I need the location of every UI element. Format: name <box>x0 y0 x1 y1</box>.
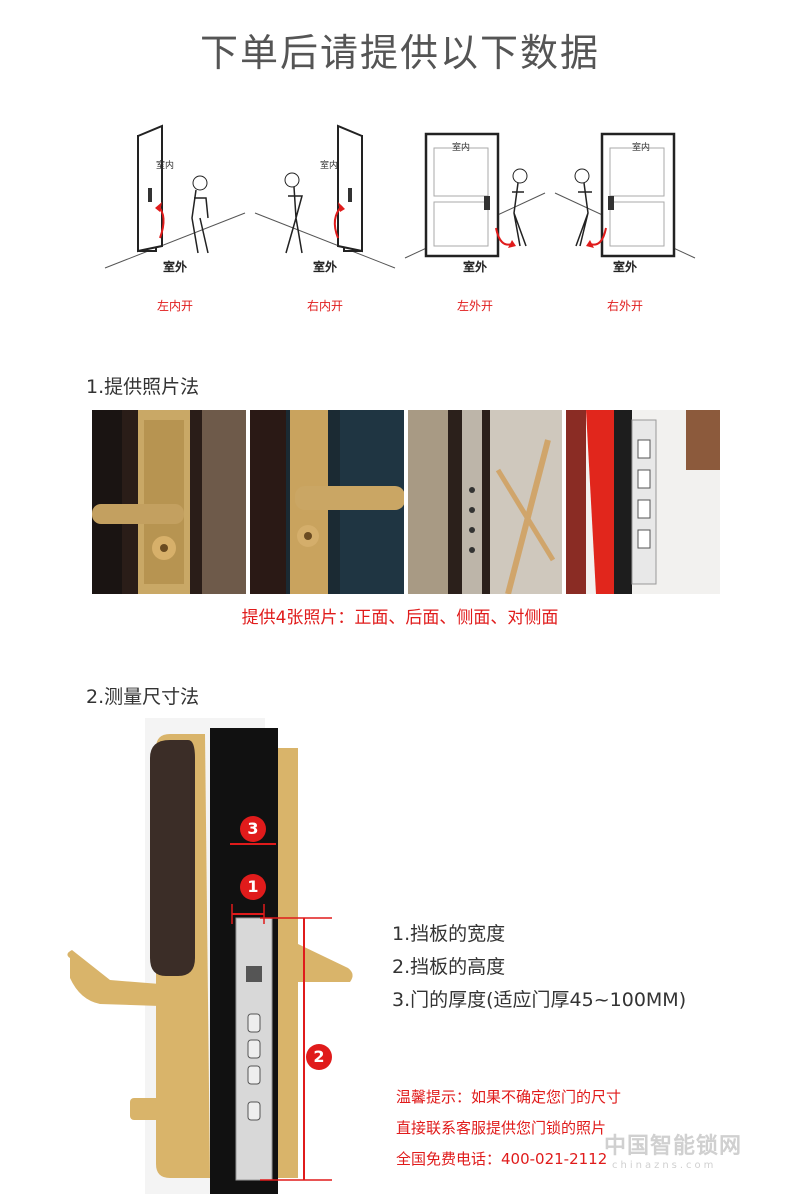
tip-list: 温馨提示：如果不确定您门的尺寸 直接联系客服提供您门锁的照片 全国免费电话：40… <box>396 1082 621 1175</box>
measurement-list: 1.挡板的宽度 2.挡板的高度 3.门的厚度(适应门厚45~100MM) <box>392 918 686 1017</box>
measure-item: 2.挡板的高度 <box>392 956 506 978</box>
marker-2: 2 <box>306 1044 332 1070</box>
photo-section-heading: 1.提供照片法 <box>86 376 200 398</box>
photo-side <box>408 410 562 594</box>
door-diagram-right-inward: 室内 室外 右内开 <box>250 118 400 318</box>
photo-caption: 提供4张照片：正面、后面、侧面、对侧面 <box>241 608 559 628</box>
measure-section-heading: 2.测量尺寸法 <box>86 686 200 708</box>
outside-label: 室外 <box>162 260 187 274</box>
outside-label: 室外 <box>462 260 487 274</box>
photo-back <box>250 410 404 594</box>
watermark-url: chinazns.com <box>612 1160 717 1171</box>
door-caption: 左内开 <box>156 299 193 313</box>
door-left-outward-illustration <box>404 132 546 259</box>
measure-item: 3.门的厚度(适应门厚45~100MM) <box>392 989 687 1011</box>
door-diagram-left-inward: 室内 室外 左内开 <box>100 118 250 318</box>
door-caption: 右内开 <box>306 299 343 313</box>
smart-lock-measurement-illustration: 3 1 2 <box>60 718 360 1194</box>
door-right-inward-illustration <box>254 124 396 269</box>
page-title: 下单后请提供以下数据 <box>199 31 600 75</box>
door-diagram-right-outward: 室内 室外 右外开 <box>550 118 700 318</box>
door-right-outward-illustration <box>554 132 696 259</box>
photo-front <box>92 410 246 594</box>
door-caption: 右外开 <box>606 299 643 313</box>
outside-label: 室外 <box>612 260 637 274</box>
outside-label: 室外 <box>312 260 337 274</box>
inside-label: 室内 <box>156 161 175 171</box>
door-caption: 左外开 <box>456 299 493 313</box>
door-diagram-left-outward: 室内 室外 左外开 <box>400 118 550 318</box>
photo-opposite-side <box>566 410 720 594</box>
door-left-inward-illustration <box>104 124 246 269</box>
photo-strip <box>92 410 720 594</box>
tip-line-phone: 全国免费电话：400-021-2112 <box>396 1150 608 1168</box>
watermark-logo: 中国智能锁网 <box>604 1134 743 1159</box>
door-direction-diagrams: 室内 室外 左内开 室内 室外 右内开 <box>100 118 700 318</box>
tip-line: 直接联系客服提供您门锁的照片 <box>396 1119 607 1137</box>
tip-line: 温馨提示：如果不确定您门的尺寸 <box>396 1088 622 1106</box>
marker-1: 1 <box>240 874 266 900</box>
marker-3: 3 <box>240 816 266 842</box>
inside-label: 室内 <box>320 161 339 171</box>
inside-label: 室内 <box>452 143 471 153</box>
inside-label: 室内 <box>632 143 651 153</box>
measure-item: 1.挡板的宽度 <box>392 923 506 945</box>
